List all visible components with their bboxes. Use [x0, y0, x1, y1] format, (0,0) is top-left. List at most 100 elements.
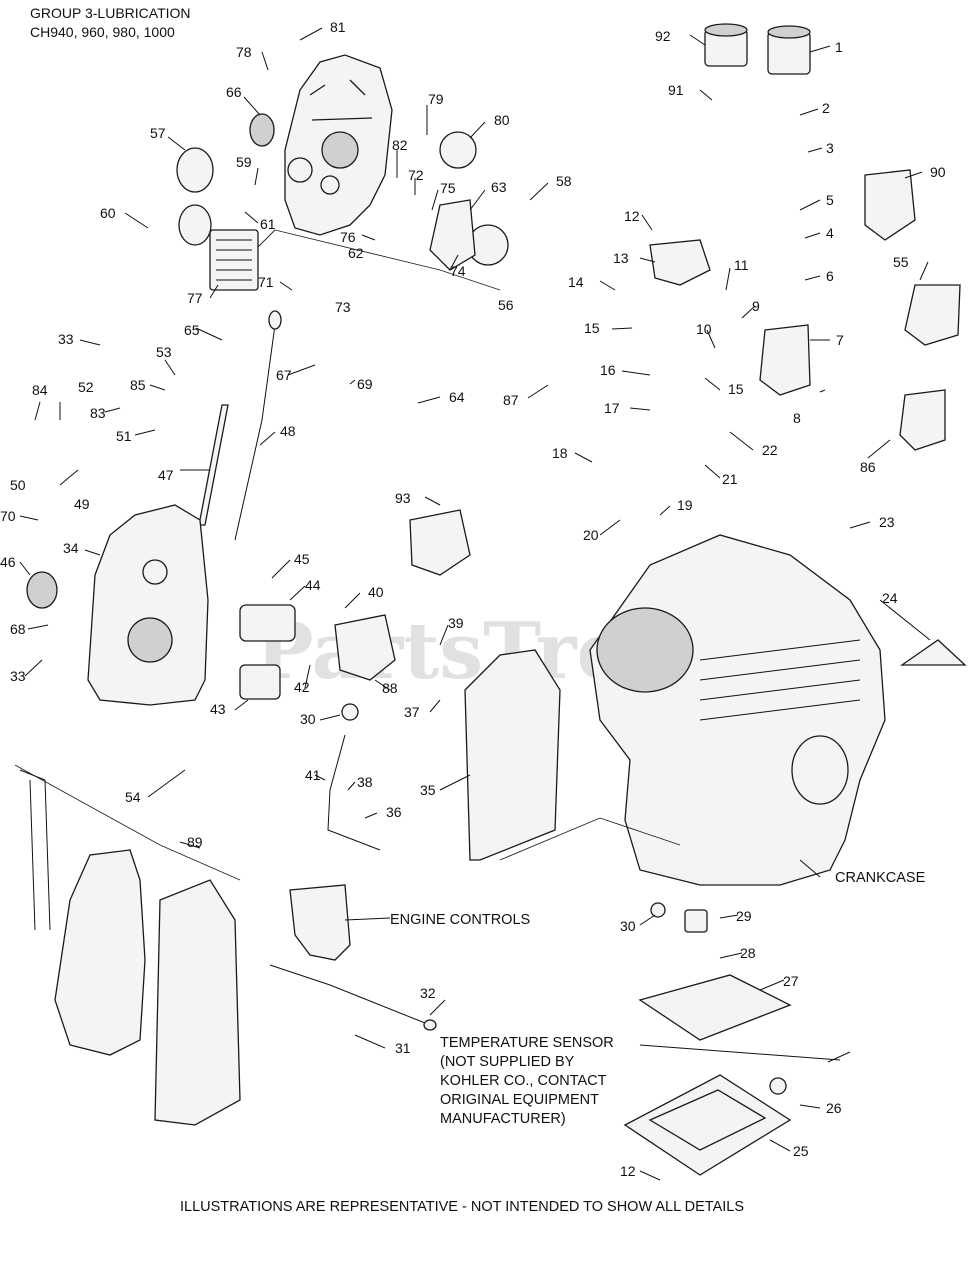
oil-filter-1 — [767, 25, 811, 75]
callout: 57 — [150, 125, 166, 141]
callout: 68 — [10, 621, 26, 637]
callout: 30 — [300, 711, 316, 727]
oil-cooler-77 — [209, 229, 259, 291]
callout: 46 — [0, 554, 16, 570]
callout: 11 — [734, 257, 749, 273]
callout: 34 — [63, 540, 79, 556]
svg-text:KOHLER CO., CONTACT: KOHLER CO., CONTACT — [440, 1073, 607, 1089]
plug-30 — [650, 902, 666, 918]
callout: 60 — [100, 205, 116, 221]
callout: 4 — [826, 225, 834, 241]
callout: 88 — [382, 680, 398, 696]
callout: 9 — [752, 298, 760, 314]
callout: 23 — [879, 514, 895, 530]
callout: 30 — [620, 918, 636, 934]
pump-rotor-44 — [239, 604, 296, 642]
callout: 56 — [498, 297, 514, 313]
callout: 6 — [826, 268, 834, 284]
callout: 76 — [340, 229, 356, 245]
callout: 39 — [448, 615, 464, 631]
callout: 75 — [440, 180, 456, 196]
decal-24 — [899, 639, 967, 666]
oil-seal-46 — [26, 571, 58, 609]
callout: 50 — [10, 477, 26, 493]
callout: 66 — [226, 84, 242, 100]
closure-plate-89 — [54, 849, 146, 1056]
closure-plate-top — [284, 54, 393, 236]
svg-text:ORIGINAL EQUIPMENT: ORIGINAL EQUIPMENT — [440, 1092, 599, 1108]
callout: 36 — [386, 804, 402, 820]
callout: 33 — [10, 668, 26, 684]
callout: 73 — [335, 299, 351, 315]
callout: 90 — [930, 164, 946, 180]
callout: 13 — [613, 250, 629, 266]
callout: 58 — [556, 173, 572, 189]
callout: 2 — [822, 100, 830, 116]
callout: 78 — [236, 44, 252, 60]
callout: 3 — [826, 140, 834, 156]
callout: 41 — [305, 767, 321, 783]
callout: 15 — [728, 381, 744, 397]
callout-numbers: 81 78 79 66 80 57 82 72 75 63 59 58 60 6… — [0, 19, 946, 1179]
temperature-sensor — [827, 1051, 851, 1063]
callout: 62 — [348, 245, 364, 261]
closure-plate-34 — [87, 504, 209, 706]
callout: 69 — [357, 376, 373, 392]
callout: 24 — [882, 590, 898, 606]
callout: 77 — [187, 290, 203, 306]
callout: 8 — [793, 410, 801, 426]
callout: 26 — [826, 1100, 842, 1116]
callout: 85 — [130, 377, 146, 393]
callout: 19 — [677, 497, 693, 513]
callout: 42 — [294, 679, 310, 695]
callout: 49 — [74, 496, 90, 512]
callout: 87 — [503, 392, 519, 408]
diagram-title: GROUP 3-LUBRICATION — [30, 5, 191, 21]
callout: 74 — [450, 263, 466, 279]
callout: 86 — [860, 459, 876, 475]
pump-sleeve-43 — [239, 664, 281, 700]
callout: 54 — [125, 789, 141, 805]
svg-text:MANUFACTURER): MANUFACTURER) — [440, 1111, 566, 1127]
callout: 45 — [294, 551, 310, 567]
oil-filter-92 — [704, 23, 748, 67]
callout: 43 — [210, 701, 226, 717]
callout: 25 — [793, 1143, 809, 1159]
filter-adapter-7 — [759, 324, 811, 396]
callout: 63 — [491, 179, 507, 195]
callout: 53 — [156, 344, 172, 360]
callout: 16 — [600, 362, 616, 378]
crankcase — [589, 534, 886, 886]
filter-adapter-55 — [904, 284, 961, 346]
callout: 28 — [740, 945, 756, 961]
callout: 61 — [260, 216, 276, 232]
oil-pump-13 — [649, 239, 711, 286]
tube-41 — [327, 734, 381, 851]
filter-adapter-86 — [899, 389, 946, 451]
oil-seal-66 — [249, 113, 275, 147]
dipstick-tube-47 — [198, 404, 229, 526]
callout: 33 — [58, 331, 74, 347]
sensor-29 — [684, 909, 708, 933]
callout: 12 — [620, 1163, 636, 1179]
gasket-27 — [638, 974, 792, 1041]
leader-lines — [19, 27, 931, 1181]
gasket-35 — [464, 649, 561, 861]
plug-26 — [769, 1077, 787, 1095]
footer-disclaimer: ILLUSTRATIONS ARE REPRESENTATIVE - NOT I… — [180, 1199, 744, 1215]
label-engine-controls: ENGINE CONTROLS — [390, 912, 530, 928]
callout: 55 — [893, 254, 909, 270]
callout: 7 — [836, 332, 844, 348]
callout: 37 — [404, 704, 420, 720]
gear-80 — [439, 131, 477, 169]
filter-adapter-90 — [864, 169, 916, 241]
callout: 21 — [722, 471, 738, 487]
callout: 84 — [32, 382, 48, 398]
callout: 80 — [494, 112, 510, 128]
callout: 93 — [395, 490, 411, 506]
callout: 20 — [583, 527, 599, 543]
callout: 47 — [158, 467, 174, 483]
callout: 40 — [368, 584, 384, 600]
